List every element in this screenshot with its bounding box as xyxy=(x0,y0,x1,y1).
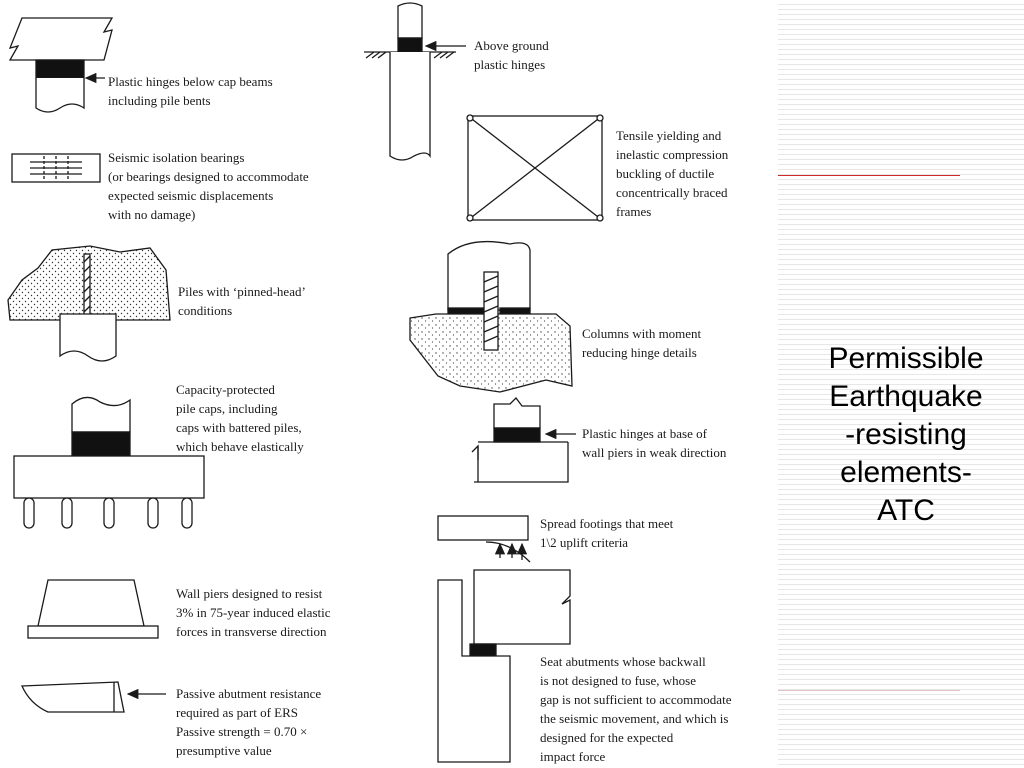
label-wall-pier-base-hinges: Plastic hinges at base of wall piers in … xyxy=(582,426,727,460)
label-piles-pinned-head: Piles with ‘pinned-head’ conditions xyxy=(178,284,306,318)
label-braced-frames: Tensile yielding and inelastic compressi… xyxy=(616,128,729,219)
label-spread-footings: Spread footings that meet 1\2 uplift cri… xyxy=(540,516,674,550)
moment-hinge-column-drawing xyxy=(409,240,573,393)
cap-beam-hinge-drawing xyxy=(8,17,114,113)
label-moment-reducing-hinge: Columns with moment reducing hinge detai… xyxy=(582,326,702,360)
label-plastic-hinges-cap-beams: Plastic hinges below cap beams including… xyxy=(108,74,273,108)
label-passive-abutment-resistance: Passive abutment resistance required as … xyxy=(176,686,322,758)
label-above-ground-plastic-hinges: Above ground plastic hinges xyxy=(474,38,549,72)
label-capacity-protected-pile-caps: Capacity-protected pile caps, including … xyxy=(176,382,304,454)
slide-title: Permissible Earthquake -resisting elemen… xyxy=(828,342,984,527)
label-wall-piers-transverse: Wall piers designed to resist 3% in 75-y… xyxy=(176,586,331,639)
spread-footing-drawing xyxy=(437,515,531,563)
earthquake-elements-figure: Plastic hinges below cap beams including… xyxy=(7,2,732,764)
seat-abutment-drawing xyxy=(437,569,571,763)
wall-pier-base-hinge-drawing xyxy=(471,397,576,483)
label-seat-abutments: Seat abutments whose backwall is not des… xyxy=(540,654,732,764)
accent-rule-bottom xyxy=(778,690,960,691)
wall-pier-drawing xyxy=(27,579,159,639)
pile-cap-drawing xyxy=(13,396,205,529)
braced-frame-drawing xyxy=(466,114,604,222)
passive-abutment-drawing xyxy=(21,681,166,713)
striped-side-panel xyxy=(778,0,1024,768)
figure-drawings xyxy=(7,2,604,763)
pinned-head-pile-drawing xyxy=(7,245,171,362)
above-ground-hinge-drawing xyxy=(364,2,466,161)
isolation-bearing-drawing xyxy=(11,153,101,183)
accent-rule-top xyxy=(778,175,960,176)
label-seismic-isolation-bearings: Seismic isolation bearings (or bearings … xyxy=(108,150,309,222)
